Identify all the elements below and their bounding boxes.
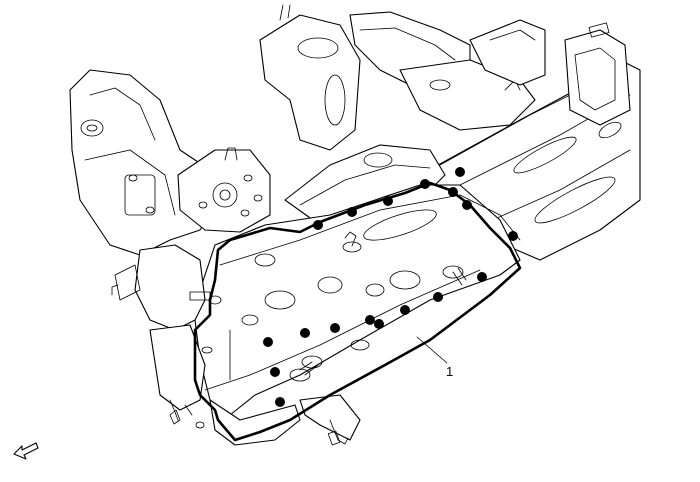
front-arrow-icon — [13, 442, 39, 460]
stud-3 — [299, 355, 323, 376]
weld-dot — [455, 167, 465, 177]
weld-points — [263, 167, 518, 407]
weld-dot — [263, 337, 273, 347]
frame-rail-part — [111, 184, 521, 446]
stud-1 — [342, 231, 362, 253]
weld-dot — [433, 292, 443, 302]
weld-dot — [275, 397, 285, 407]
weld-dot — [313, 220, 323, 230]
weld-dot — [400, 305, 410, 315]
weld-dot — [365, 315, 375, 325]
weld-dot — [508, 231, 518, 241]
component-outline — [193, 181, 522, 442]
weld-dot — [420, 179, 430, 189]
weld-dot — [383, 196, 393, 206]
weld-dot — [330, 323, 340, 333]
lower-bracket — [299, 394, 361, 446]
weld-dot — [374, 319, 384, 329]
weld-dot — [347, 207, 357, 217]
weld-dot — [462, 200, 472, 210]
callout-label: 1 — [446, 364, 453, 379]
weld-dot — [448, 187, 458, 197]
callout-leader-line — [416, 336, 448, 364]
weld-dot — [300, 328, 310, 338]
stud-2 — [442, 265, 467, 286]
weld-dot — [477, 272, 487, 282]
weld-dot — [270, 367, 280, 377]
